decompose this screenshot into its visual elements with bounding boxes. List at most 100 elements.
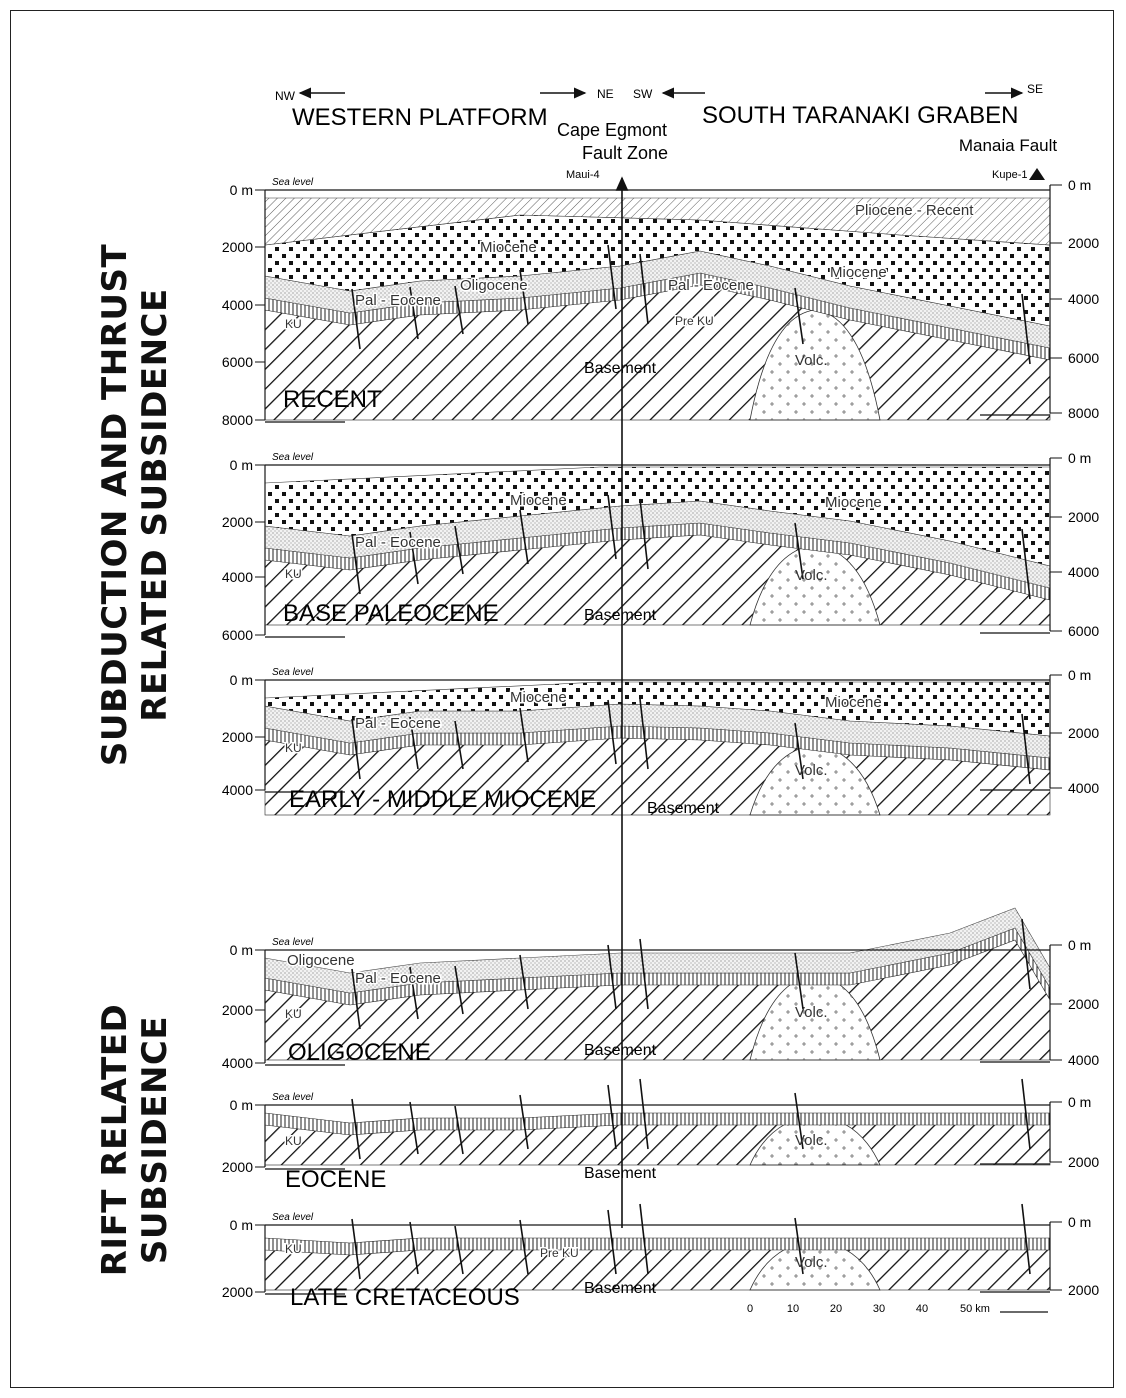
unit-label-volc: Volc. <box>795 762 828 779</box>
left-tick-label: 4000 <box>222 782 253 798</box>
fault-line <box>409 716 419 770</box>
panel-outline <box>264 949 1051 1061</box>
panel-name: EARLY - MIDDLE MIOCENE <box>289 786 596 813</box>
fault-line <box>1021 293 1031 365</box>
fault-line <box>351 533 361 595</box>
scale-tick-30: 30 <box>873 1303 885 1315</box>
panel-name: BASE PALEOCENE <box>283 600 499 627</box>
scale-tick-0: 0 <box>747 1303 753 1315</box>
fault-zone-label-2: Fault Zone <box>582 143 668 163</box>
region-western-platform: WESTERN PLATFORM <box>292 104 548 131</box>
right-tick-label: 0 m <box>1068 450 1091 466</box>
unit-label-oligocene: Oligocene <box>460 277 528 294</box>
panels: Sea level 0 m 2000 4000 6000 8000 0 m 2000 4000 6… <box>222 177 1100 1311</box>
well-maui-4: Maui-4 <box>566 169 600 181</box>
direction-ne: NE <box>597 87 614 101</box>
sea-level-label: Sea level <box>272 1212 314 1223</box>
unit-label-basement: Basement <box>584 607 657 624</box>
unit-label-volc: Volc. <box>795 1004 828 1021</box>
unit-label-miocene-l: Miocene <box>510 492 567 509</box>
unit-label-miocene-l: Miocene <box>480 239 537 256</box>
right-tick-label: 2000 <box>1068 1154 1099 1170</box>
right-tick-label: 0 m <box>1068 1094 1091 1110</box>
fault-line <box>794 722 804 780</box>
fault-line <box>1021 918 1031 990</box>
right-tick-label: 4000 <box>1068 291 1099 307</box>
fault-line <box>794 1217 804 1275</box>
direction-sw: SW <box>633 87 653 101</box>
panel-outline <box>264 679 1051 816</box>
fault-line <box>639 938 649 1010</box>
direction-nw: NW <box>275 89 296 103</box>
kupe-well-marker-icon <box>1029 168 1045 180</box>
scale-bar: 0 10 20 30 40 50 km <box>747 1303 1048 1315</box>
fault-line <box>454 525 464 575</box>
right-tick-label: 0 m <box>1068 667 1091 683</box>
unit-label-pliocene: Pliocene - Recent <box>855 202 974 219</box>
left-tick-label: 0 m <box>230 672 253 688</box>
fault-line <box>607 494 617 560</box>
unit-label-miocene-r: Miocene <box>830 264 887 281</box>
unit-label-preku: Pre KU <box>675 314 714 328</box>
left-tick-label: 8000 <box>222 412 253 428</box>
fault-line <box>519 954 529 1010</box>
right-tick-label: 2000 <box>1068 509 1099 525</box>
left-tick-label: 2000 <box>222 1002 253 1018</box>
fault-line <box>519 1094 529 1150</box>
unit-label-basement: Basement <box>647 800 720 817</box>
fault-line <box>1021 1078 1031 1150</box>
unit-label-basement: Basement <box>584 1165 657 1182</box>
fault-line <box>639 1078 649 1150</box>
panel-outline <box>264 1224 1051 1291</box>
panel-outline <box>264 189 1051 421</box>
sea-level-label: Sea level <box>272 452 314 463</box>
unit-label-ku: KU <box>285 1242 302 1256</box>
fault-line <box>1021 528 1031 600</box>
left-tick-label: 4000 <box>222 569 253 585</box>
header: NW NE SW SE WESTERN PLATFORM SOUTH TARAN… <box>275 82 1057 181</box>
fault-line <box>794 952 804 1010</box>
fault-line <box>351 1218 361 1280</box>
left-tick-label: 0 m <box>230 1097 253 1113</box>
panel-name: RECENT <box>283 386 382 413</box>
panel-name: EOCENE <box>285 1166 386 1193</box>
right-tick-label: 8000 <box>1068 405 1099 421</box>
unit-label-ku: KU <box>285 1134 302 1148</box>
left-tick-label: 2000 <box>222 1159 253 1175</box>
fault-line <box>639 1203 649 1275</box>
right-tick-label: 0 m <box>1068 937 1091 953</box>
left-tick-label: 0 m <box>230 1217 253 1233</box>
left-tick-label: 4000 <box>222 297 253 313</box>
left-tick-label: 6000 <box>222 354 253 370</box>
left-tick-label: 0 m <box>230 942 253 958</box>
fault-line <box>409 286 419 340</box>
unit-label-ku: KU <box>285 1007 302 1021</box>
left-tick-label: 2000 <box>222 729 253 745</box>
unit-label-ku: KU <box>285 317 302 331</box>
right-tick-label: 0 m <box>1068 177 1091 193</box>
right-tick-label: 6000 <box>1068 350 1099 366</box>
unit-label-preku: Pre KU <box>540 1246 579 1260</box>
unit-label-miocene-l: Miocene <box>510 689 567 706</box>
fault-line <box>409 966 419 1020</box>
unit-label-paleocene-l: Pal - Eocene <box>355 534 441 551</box>
unit-label-basement: Basement <box>584 1280 657 1297</box>
fault-line <box>519 707 529 763</box>
left-tick-label: 6000 <box>222 627 253 643</box>
unit-label-volc: Volc. <box>795 567 828 584</box>
region-south-taranaki-graben: SOUTH TARANAKI GRABEN <box>702 102 1019 129</box>
unit-label-paleocene-r: Pal - Eocene <box>668 277 754 294</box>
right-tick-label: 2000 <box>1068 235 1099 251</box>
unit-label-miocene-r: Miocene <box>825 494 882 511</box>
panel-name: OLIGOCENE <box>288 1039 431 1066</box>
fault-line <box>351 718 361 780</box>
left-tick-label: 4000 <box>222 1055 253 1071</box>
unit-label-volc: Volc. <box>795 352 828 369</box>
fault-line <box>639 498 649 570</box>
